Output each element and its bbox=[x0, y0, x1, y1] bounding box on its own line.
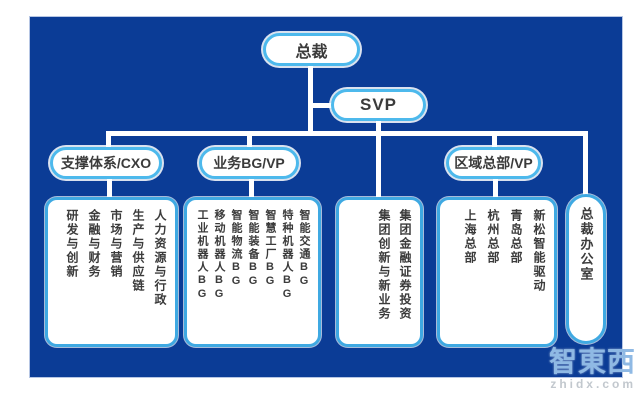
org-item: 总裁办公室 bbox=[578, 207, 594, 282]
children-box-group: 集团金融证券投资集团创新与新业务 bbox=[336, 197, 423, 347]
org-item: 智能物流BG bbox=[230, 209, 242, 289]
org-item: 智慧工厂BG bbox=[264, 209, 276, 289]
children-box-president-office: 总裁办公室 bbox=[566, 194, 606, 344]
node-president: 总裁 bbox=[263, 33, 360, 66]
org-item: 生产与供应链 bbox=[131, 209, 145, 293]
org-item: 智能装备BG bbox=[247, 209, 259, 289]
children-box-regional: 新松智能驱动青岛总部杭州总部上海总部 bbox=[437, 197, 557, 347]
zhidx-logo: 智東西 bbox=[548, 346, 636, 377]
zhidx-domain: zhidx.com bbox=[550, 377, 636, 391]
connector-drop-support bbox=[106, 134, 111, 150]
org-item: 青岛总部 bbox=[509, 209, 523, 265]
org-item: 集团金融证券投资 bbox=[398, 209, 412, 321]
children-box-support: 人力资源与行政生产与供应链市场与营销金融与财务研发与创新 bbox=[45, 197, 178, 347]
connector-drop-business bbox=[247, 134, 252, 150]
children-box-business: 智能交通BG 特种机器人BG 智慧工厂BG 智能装备BG 智能物流BG 移动机器人BG 工业… bbox=[184, 197, 321, 347]
connector-regional-to-box bbox=[493, 177, 498, 199]
connector-svp-stub bbox=[308, 103, 334, 108]
connector-bus bbox=[106, 131, 588, 136]
branch-pill-support-label: 支撑体系/CXO bbox=[60, 155, 152, 171]
watermark: 智東西 zhidx.com bbox=[548, 346, 636, 391]
branch-pill-regional-label: 区域总部/VP bbox=[454, 155, 533, 171]
org-item: 人力资源与行政 bbox=[153, 209, 167, 307]
connector-drop-regional bbox=[492, 134, 497, 150]
org-item: 集团创新与新业务 bbox=[377, 209, 391, 321]
org-item: 市场与营销 bbox=[109, 209, 123, 279]
connector-drop-office bbox=[583, 134, 588, 196]
branch-pill-regional: 区域总部/VP bbox=[446, 147, 541, 179]
connector-business-to-box bbox=[249, 177, 254, 199]
connector-svp-to-group-box bbox=[376, 120, 381, 199]
branch-pill-business: 业务BG/VP bbox=[199, 147, 299, 179]
org-item: 智能交通BG bbox=[298, 209, 310, 289]
node-svp: SVP bbox=[331, 89, 426, 121]
org-item: 特种机器人BG bbox=[281, 209, 293, 302]
org-item: 研发与创新 bbox=[65, 209, 79, 279]
branch-pill-support: 支撑体系/CXO bbox=[50, 147, 162, 179]
org-item: 杭州总部 bbox=[486, 209, 500, 265]
org-item: 新松智能驱动 bbox=[532, 209, 546, 293]
node-svp-label: SVP bbox=[359, 95, 398, 114]
node-president-label: 总裁 bbox=[295, 43, 328, 61]
connector-president-drop bbox=[308, 64, 313, 135]
connector-support-to-box bbox=[107, 177, 112, 199]
org-item: 工业机器人BG bbox=[196, 209, 208, 302]
org-item: 金融与财务 bbox=[87, 209, 101, 279]
org-item: 移动机器人BG bbox=[213, 209, 225, 302]
org-item: 上海总部 bbox=[463, 209, 477, 265]
branch-pill-business-label: 业务BG/VP bbox=[213, 155, 285, 171]
